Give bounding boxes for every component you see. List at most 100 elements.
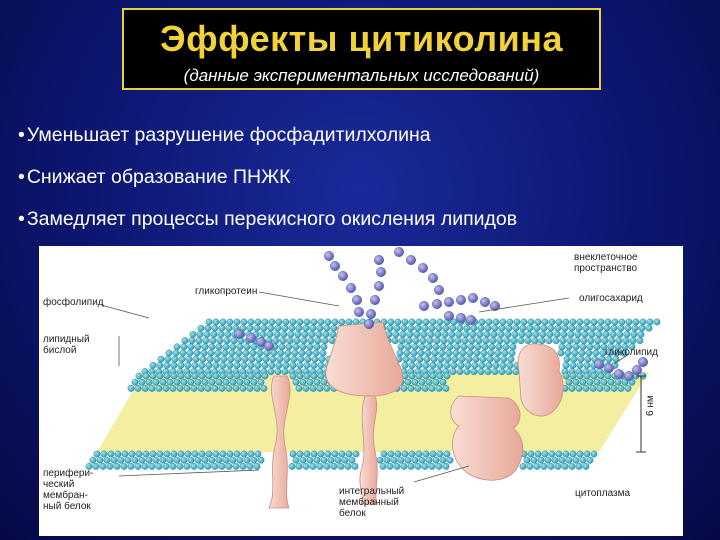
lipid-head <box>200 349 208 357</box>
lipid-head <box>85 462 93 470</box>
lipid-head <box>236 378 244 386</box>
lipid-head <box>435 462 443 470</box>
lipid-head <box>185 355 193 363</box>
lipid-head <box>418 378 426 386</box>
lipid-head <box>247 362 255 369</box>
lipid-head <box>564 349 572 357</box>
sugar-bead <box>338 271 349 282</box>
lipid-head <box>502 343 510 351</box>
lipid-head <box>493 355 501 363</box>
lipid-head <box>267 368 275 376</box>
lipid-head <box>414 462 422 470</box>
lipid-head <box>127 384 135 392</box>
lipid-head <box>194 456 202 464</box>
lipid-head <box>400 384 408 392</box>
lipid-head <box>583 362 591 369</box>
lipid-head <box>404 456 412 464</box>
lipid-head <box>466 349 474 357</box>
lipid-head <box>602 331 610 338</box>
lipid-head <box>420 331 428 338</box>
lipid-head <box>282 318 290 326</box>
lipid-head <box>330 462 338 470</box>
lipid-head <box>316 324 324 332</box>
lipid-head <box>210 331 218 338</box>
lipid-head <box>317 450 325 458</box>
lipid-head <box>310 450 318 458</box>
lipid-head <box>435 324 443 332</box>
lipid-head <box>184 450 192 458</box>
lipid-head <box>442 384 450 392</box>
lipid-head <box>229 378 237 386</box>
lipid-head <box>190 462 198 470</box>
sugar-bead <box>263 340 274 351</box>
lipid-head <box>471 362 479 369</box>
lipid-head <box>313 378 321 386</box>
lipid-head <box>255 355 263 363</box>
lipid-head <box>569 362 577 369</box>
lipid-head <box>243 343 251 351</box>
lipid-head <box>451 355 459 363</box>
lipid-head <box>580 337 588 345</box>
lipid-head <box>410 349 418 357</box>
lipid-head <box>441 331 449 338</box>
lipid-head <box>437 355 445 363</box>
lipid-head <box>287 331 295 338</box>
lipid-head <box>448 331 456 338</box>
bottom-leaflet-heads <box>85 450 598 470</box>
lipid-head <box>202 337 210 345</box>
lipid-head <box>249 349 257 357</box>
lipid-head <box>638 324 646 332</box>
lipid-head <box>505 324 513 332</box>
lipid-head <box>400 462 408 470</box>
lipid-head <box>89 456 97 464</box>
lipid-head <box>523 456 531 464</box>
lipid-head <box>155 384 163 392</box>
lipid-head <box>575 462 583 470</box>
lipid-head <box>219 362 227 369</box>
lipid-head <box>398 337 406 345</box>
sugar-bead <box>614 368 625 379</box>
lipid-head <box>604 318 612 326</box>
lipid-head <box>253 324 261 332</box>
bullet-item: •Уменьшает разрушение фосфадитилхолина <box>18 124 517 166</box>
second-integral-protein <box>517 343 564 417</box>
lipid-head <box>197 324 205 332</box>
lipid-head <box>537 456 545 464</box>
lipid-head <box>199 355 207 363</box>
lipid-head <box>427 331 435 338</box>
lipid-head <box>187 343 195 351</box>
lipid-head <box>236 456 244 464</box>
sugar-bead <box>418 263 429 274</box>
lipid-head <box>149 450 157 458</box>
lipid-head <box>240 362 248 369</box>
lipid-head <box>240 450 248 458</box>
lipid-head <box>309 324 317 332</box>
lipid-head <box>579 378 587 386</box>
lipid-head <box>316 384 324 392</box>
label-integral-protein: интегральный мембранный белок <box>339 486 405 519</box>
lipid-head <box>461 337 469 345</box>
lipid-head <box>484 324 492 332</box>
lipid-head <box>269 355 277 363</box>
lipid-head <box>181 337 189 345</box>
lipid-head <box>423 355 431 363</box>
lipid-head <box>578 349 586 357</box>
lipid-head <box>233 372 241 380</box>
lipid-head <box>159 378 167 386</box>
lipid-head <box>436 450 444 458</box>
lipid-head <box>198 362 206 369</box>
lipid-head <box>544 456 552 464</box>
lipid-head <box>558 343 566 351</box>
lipid-head <box>320 456 328 464</box>
lipid-head <box>588 331 596 338</box>
lipid-head <box>397 343 405 351</box>
lipid-head <box>407 462 415 470</box>
slide-subtitle: (данные экспериментальных исследований) <box>183 66 540 85</box>
lipid-head <box>106 462 114 470</box>
lipid-head <box>331 318 339 326</box>
lipid-head <box>534 318 542 326</box>
lipid-head <box>208 378 216 386</box>
lipid-head <box>212 450 220 458</box>
lipid-head <box>480 349 488 357</box>
sugar-bead <box>466 314 477 325</box>
